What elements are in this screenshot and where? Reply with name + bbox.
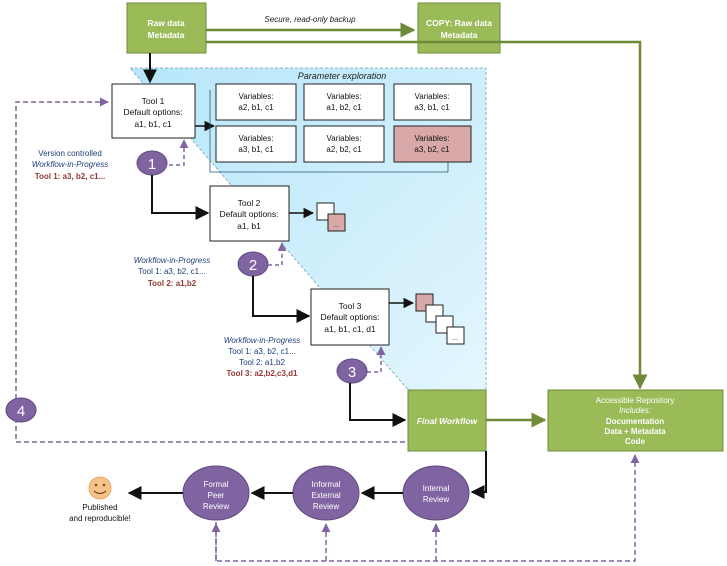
informal-review-line3: Review bbox=[313, 502, 339, 511]
wip1-line1: Version controlled bbox=[38, 149, 102, 158]
step3-number: 3 bbox=[348, 364, 356, 381]
raw-to-repository-arrow bbox=[206, 40, 648, 390]
wip3-line1: Tool 1: a3, b2, c1... bbox=[228, 347, 296, 356]
variables-values: a3, b1, c1 bbox=[414, 103, 450, 112]
wip3-title: Workflow-in-Progress bbox=[224, 336, 300, 345]
repository-documentation: Documentation bbox=[606, 417, 664, 426]
final-workflow-label: Final Workflow bbox=[417, 416, 479, 426]
variables-values: a1, b2, c1 bbox=[326, 103, 362, 112]
tool2-output-stack: ... bbox=[316, 202, 346, 232]
step1-number: 1 bbox=[148, 156, 156, 173]
formal-review-line1: Formal bbox=[204, 480, 229, 489]
step4-dashed-loop bbox=[15, 97, 405, 443]
backup-label: Secure, read-only backup bbox=[264, 15, 356, 24]
step3-dashed-loop bbox=[367, 346, 386, 373]
variables-label: Variables: bbox=[327, 134, 362, 143]
copy-metadata-label: Metadata bbox=[441, 30, 478, 40]
wip1-line2: Workflow-in-Progress bbox=[32, 160, 108, 169]
parameter-exploration-label: Parameter exploration bbox=[298, 71, 387, 81]
smiley-face-icon bbox=[88, 476, 112, 500]
step2-badge: 2 bbox=[237, 251, 269, 277]
tool2-options-label: Default options: bbox=[219, 209, 278, 219]
step4-badge: 4 bbox=[5, 397, 37, 423]
tool2-box: Tool 2 Default options: a1, b1 bbox=[209, 185, 290, 242]
tool3-output-stack: ... bbox=[415, 293, 465, 345]
tool3-output-ellipsis: ... bbox=[452, 335, 458, 342]
internal-review-line1: Internal bbox=[423, 484, 450, 493]
tool1-to-tool2-arrow bbox=[151, 175, 210, 220]
variables-box-2: Variables: a1, b2, c1 bbox=[303, 83, 385, 121]
formal-peer-review-node: Formal Peer Review bbox=[182, 465, 250, 521]
repository-data: Data + Metadata bbox=[604, 427, 666, 436]
tool3-options: a1, b1, c1, d1 bbox=[324, 324, 376, 334]
tool2-output-ellipsis: ... bbox=[333, 222, 339, 229]
raw-metadata-label: Metadata bbox=[148, 30, 185, 40]
copy-data-label: COPY: Raw data bbox=[426, 18, 492, 28]
tool1-box: Tool 1 Default options: a1, b1, c1 bbox=[111, 83, 196, 139]
tool2-name: Tool 2 bbox=[238, 198, 261, 208]
accessible-repository-box: Accessible Repository Includes: Document… bbox=[547, 389, 724, 452]
variables-box-5: Variables: a2, b2, c1 bbox=[303, 125, 385, 163]
final-to-internal-review-arrow bbox=[470, 451, 487, 499]
step3-badge: 3 bbox=[336, 358, 368, 384]
published-line2: and reproducible! bbox=[69, 514, 131, 523]
informal-review-line1: Informal bbox=[312, 480, 341, 489]
variables-label: Variables: bbox=[239, 134, 274, 143]
variables-label: Variables: bbox=[327, 92, 362, 101]
variables-label: Variables: bbox=[415, 92, 450, 101]
formal-review-line2: Peer bbox=[208, 491, 225, 500]
variables-group-bracket bbox=[209, 90, 449, 173]
repository-code: Code bbox=[625, 437, 646, 446]
tool2-to-tool3-arrow bbox=[252, 276, 311, 323]
tool3-to-final-arrow bbox=[349, 383, 407, 427]
repository-includes: Includes: bbox=[619, 406, 651, 415]
variables-label: Variables: bbox=[239, 92, 274, 101]
variables-box-1: Variables: a2, b1, c1 bbox=[215, 83, 297, 121]
tool3-name: Tool 3 bbox=[339, 301, 362, 311]
published-line1: Published bbox=[82, 503, 117, 512]
wip1-line3: Tool 1: a3, b2, c1... bbox=[35, 172, 106, 181]
informal-review-line2: External bbox=[311, 491, 341, 500]
internal-review-node: Internal Review bbox=[402, 465, 470, 521]
variables-box-6-selected: Variables: a3, b2, c1 bbox=[393, 125, 472, 163]
internal-review-line2: Review bbox=[423, 495, 449, 504]
tool3-options-label: Default options: bbox=[320, 312, 379, 322]
wip3-line2: Tool 2: a1,b2 bbox=[239, 358, 285, 367]
tool1-name: Tool 1 bbox=[142, 96, 165, 106]
step2-dashed-loop bbox=[268, 242, 287, 266]
step2-number: 2 bbox=[249, 257, 257, 274]
wip2-line2: Tool 2: a1,b2 bbox=[148, 279, 197, 288]
copy-data-box: COPY: Raw data Metadata bbox=[417, 2, 501, 54]
variables-values: a2, b2, c1 bbox=[326, 145, 362, 154]
raw-data-box: Raw data Metadata bbox=[126, 2, 207, 54]
final-workflow-box: Final Workflow bbox=[407, 389, 487, 452]
step4-number: 4 bbox=[17, 403, 25, 420]
informal-external-review-node: Informal External Review bbox=[292, 465, 360, 521]
variables-values: a3, b1, c1 bbox=[238, 145, 274, 154]
variables-values: a2, b1, c1 bbox=[238, 103, 274, 112]
step1-dashed-loop bbox=[169, 139, 189, 166]
variables-box-3: Variables: a3, b1, c1 bbox=[393, 83, 472, 121]
wip2-line1: Tool 1: a3, b2, c1... bbox=[138, 267, 206, 276]
tool2-options: a1, b1 bbox=[237, 221, 261, 231]
variables-box-4: Variables: a3, b1, c1 bbox=[215, 125, 297, 163]
step1-badge: 1 bbox=[136, 150, 168, 176]
variables-values: a3, b2, c1 bbox=[414, 145, 450, 154]
tool1-options-label: Default options: bbox=[123, 107, 182, 117]
tool1-options: a1, b1, c1 bbox=[134, 119, 172, 129]
wip3-line3: Tool 3: a2,b2,c3,d1 bbox=[227, 369, 299, 378]
variables-label: Variables: bbox=[415, 134, 450, 143]
raw-data-label: Raw data bbox=[147, 18, 185, 28]
repository-title: Accessible Repository bbox=[596, 396, 675, 405]
tool3-box: Tool 3 Default options: a1, b1, c1, d1 bbox=[310, 288, 390, 346]
wip2-title: Workflow-in-Progress bbox=[134, 256, 210, 265]
formal-review-line3: Review bbox=[203, 502, 229, 511]
